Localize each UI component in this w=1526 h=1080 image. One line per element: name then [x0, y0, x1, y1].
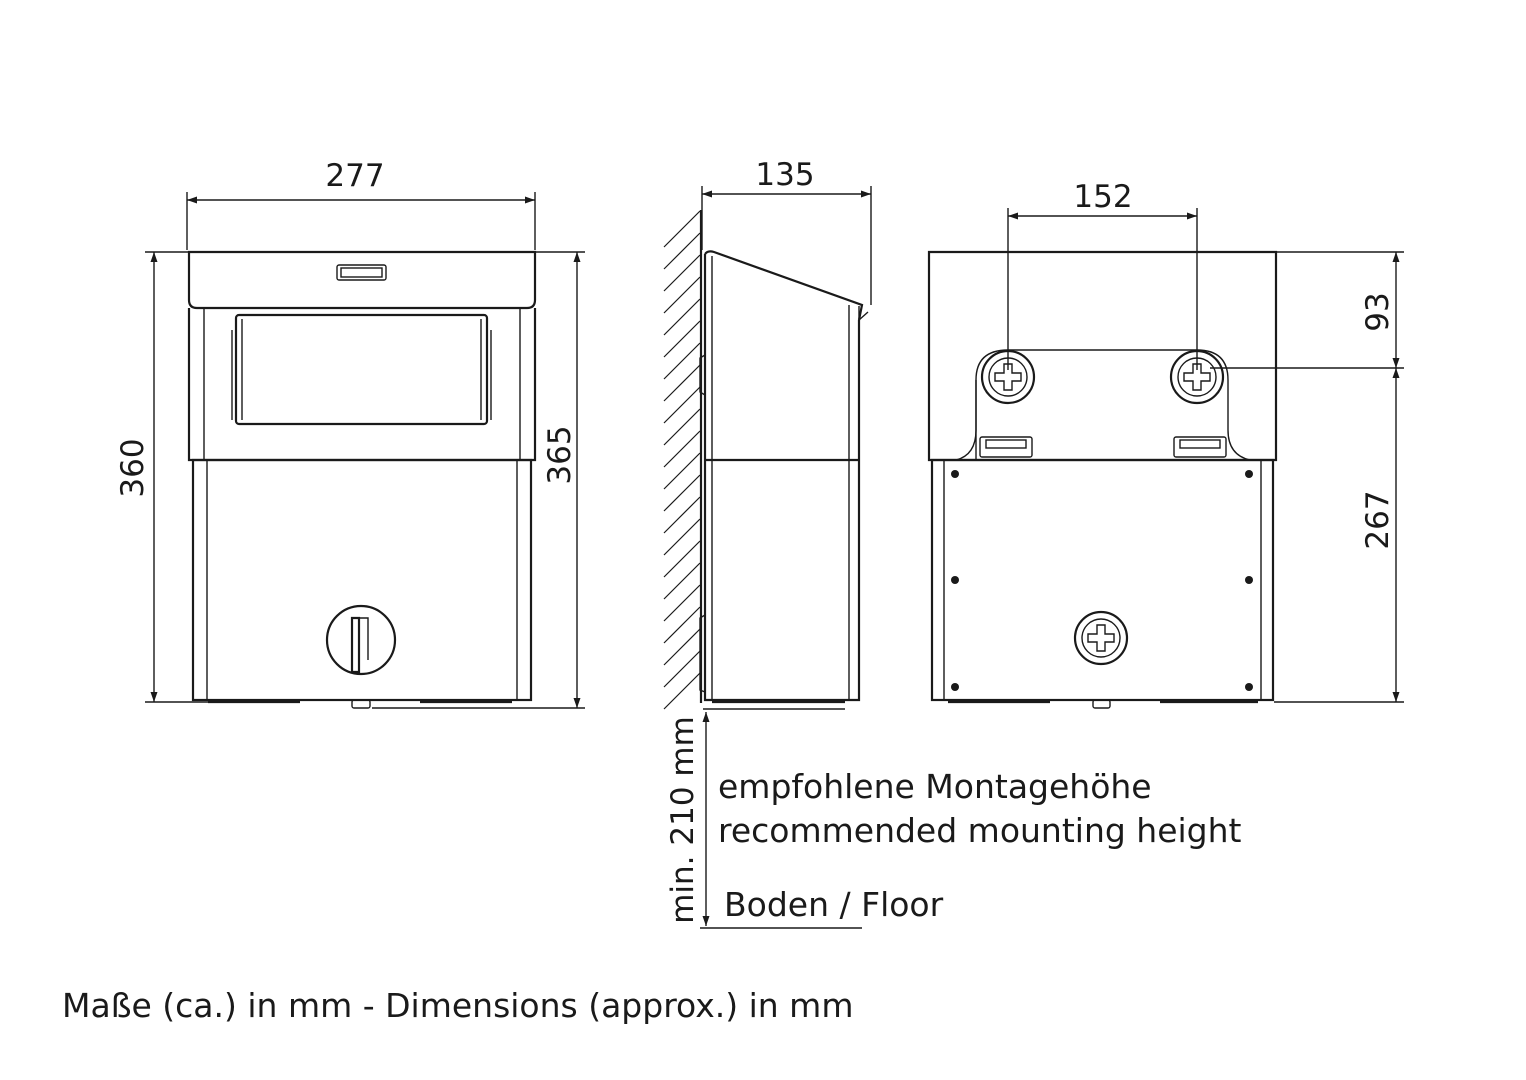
- back-dimensions: 152 93 267: [1007, 179, 1404, 703]
- mounting-height-de: empfohlene Montagehöhe: [718, 767, 1152, 806]
- hatch-line: [663, 276, 701, 314]
- side-depth-label: 135: [755, 157, 814, 193]
- floor-label: Boden / Floor: [724, 885, 944, 924]
- hatch-line: [663, 540, 701, 578]
- hatch-line: [663, 386, 701, 424]
- hatch-line: [663, 254, 701, 292]
- screw-bottom: [1073, 610, 1129, 666]
- front-height-label: 360: [115, 438, 151, 497]
- back-view: [927, 250, 1278, 709]
- hatch-line: [663, 584, 701, 622]
- hatch-line: [663, 518, 701, 556]
- hatch-line: [663, 474, 701, 512]
- units-caption: Maße (ca.) in mm - Dimensions (approx.) …: [62, 986, 853, 1025]
- hatch-line: [663, 496, 701, 534]
- min-height-label: min. 210 mm: [665, 716, 701, 924]
- hatch-line: [663, 298, 701, 336]
- front-view: [187, 250, 537, 709]
- hatch-line: [663, 232, 701, 270]
- mounting-height-en: recommended mounting height: [718, 811, 1242, 850]
- hatch-line: [663, 408, 701, 446]
- side-dimensions: 135 min. 210 mm empfohlene Montagehöhe r…: [665, 157, 1242, 929]
- hatch-line: [663, 430, 701, 468]
- hatch-line: [663, 210, 701, 248]
- wall-hatching: [663, 210, 701, 710]
- holes-to-bottom-label: 267: [1360, 490, 1396, 549]
- front-width-label: 277: [325, 158, 384, 194]
- front-total-height-label: 365: [542, 425, 578, 484]
- hatch-line: [663, 562, 701, 600]
- front-dimensions: 277 360 365: [115, 158, 585, 709]
- hatch-line: [663, 672, 701, 710]
- hatch-line: [663, 650, 701, 688]
- top-to-holes-label: 93: [1360, 292, 1396, 331]
- side-view: [663, 210, 869, 710]
- hatch-line: [663, 342, 701, 380]
- hatch-line: [663, 452, 701, 490]
- hole-spacing-label: 152: [1073, 179, 1132, 215]
- hatch-line: [663, 320, 701, 358]
- hatch-line: [663, 606, 701, 644]
- hatch-line: [663, 364, 701, 402]
- hatch-line: [663, 628, 701, 666]
